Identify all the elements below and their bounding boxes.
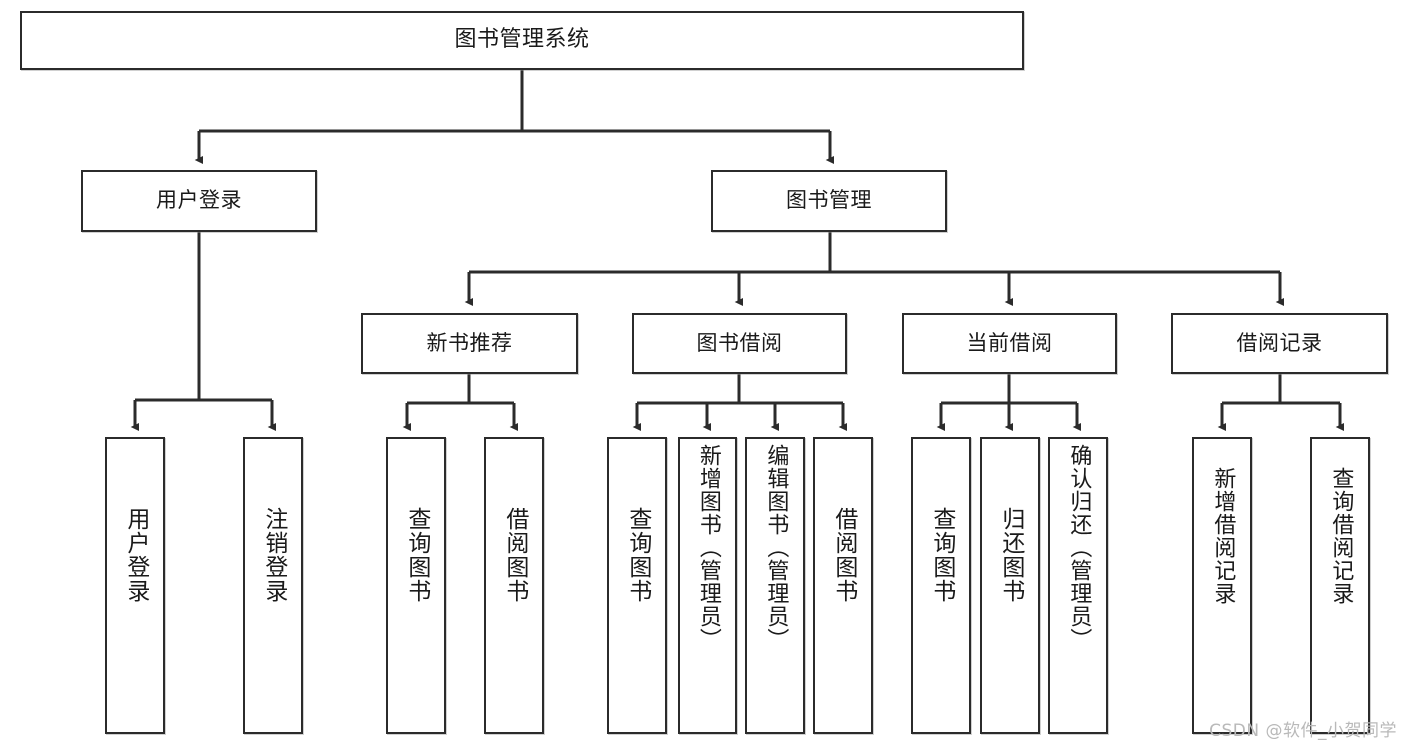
node-leaf-query-borrow-record[interactable]: 查询借阅记录 [1310,437,1370,734]
node-leaf-query-book-borrow[interactable]: 查询图书 [607,437,667,734]
node-leaf-borrow-book-recommend[interactable]: 借阅图书 [484,437,544,734]
node-label: 新增图书（管理员） [695,444,721,651]
node-book-borrow[interactable]: 图书借阅 [632,313,847,374]
node-label: 查询图书 [403,507,430,603]
node-leaf-add-book-admin[interactable]: 新增图书（管理员） [678,437,737,734]
node-leaf-edit-book-admin[interactable]: 编辑图书（管理员） [745,437,805,734]
node-book-management[interactable]: 图书管理 [711,170,947,232]
node-leaf-query-book-recommend[interactable]: 查询图书 [386,437,446,734]
node-label: 借阅记录 [1236,330,1323,355]
node-leaf-return-book[interactable]: 归还图书 [980,437,1040,734]
node-leaf-confirm-return-admin[interactable]: 确认归还（管理员） [1048,437,1108,734]
node-label: 查询图书 [928,507,955,603]
node-root-book-management-system[interactable]: 图书管理系统 [20,11,1024,70]
node-label: 新增借阅记录 [1210,467,1236,605]
node-label: 用户登录 [122,507,149,603]
node-label: 借阅图书 [830,507,857,603]
node-current-borrow[interactable]: 当前借阅 [902,313,1117,374]
node-borrow-record[interactable]: 借阅记录 [1171,313,1388,374]
node-label: 图书管理 [786,188,872,213]
node-label: 图书借阅 [696,330,783,355]
node-label: 图书管理系统 [454,27,590,53]
node-label: 编辑图书（管理员） [763,444,789,651]
node-label: 用户登录 [156,188,242,213]
node-label: 查询图书 [624,507,651,603]
node-leaf-query-book-current[interactable]: 查询图书 [911,437,971,734]
node-leaf-add-borrow-record[interactable]: 新增借阅记录 [1192,437,1252,734]
node-label: 确认归还（管理员） [1066,444,1092,651]
node-label: 归还图书 [997,507,1024,603]
node-label: 查询借阅记录 [1328,467,1354,605]
node-leaf-borrow-book[interactable]: 借阅图书 [813,437,873,734]
node-label: 借阅图书 [501,507,528,603]
node-leaf-user-login[interactable]: 用户登录 [105,437,165,734]
node-user-login[interactable]: 用户登录 [81,170,317,232]
node-new-book-recommendation[interactable]: 新书推荐 [361,313,578,374]
node-leaf-logout[interactable]: 注销登录 [243,437,303,734]
node-label: 当前借阅 [966,330,1053,355]
node-label: 新书推荐 [426,330,513,355]
node-label: 注销登录 [260,507,287,603]
